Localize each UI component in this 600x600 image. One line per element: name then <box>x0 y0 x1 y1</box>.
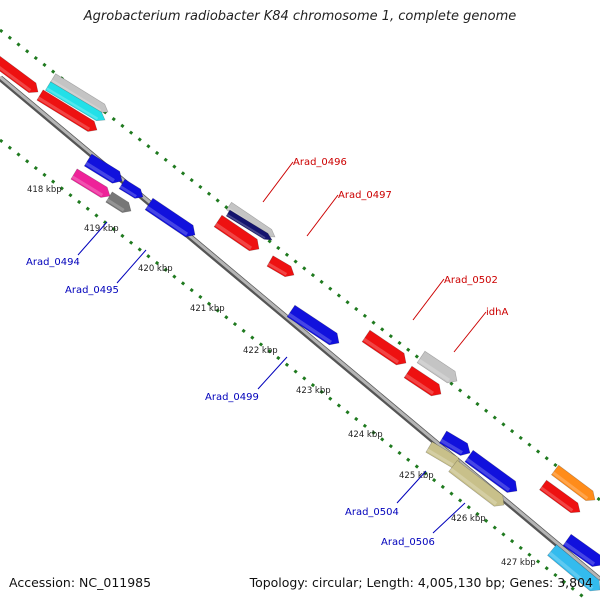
gene-arrow[interactable] <box>464 449 518 493</box>
gene-arrow-highlight <box>119 185 137 198</box>
gene-arrow[interactable] <box>425 441 462 468</box>
gene-arrow-highlight <box>287 312 332 344</box>
gene-arrow[interactable] <box>539 479 581 514</box>
gene-label-leader <box>262 161 294 203</box>
gene-label-leader <box>412 278 445 321</box>
gene-arrow[interactable] <box>225 209 273 241</box>
gene-label-leader <box>77 221 108 256</box>
gene-arrow[interactable] <box>416 350 458 384</box>
gene-arrow[interactable] <box>83 153 123 184</box>
genome-summary: Topology: circular; Length: 4,005,130 bp… <box>250 575 593 590</box>
gene-arrow-highlight <box>85 161 115 183</box>
gene-arrow[interactable] <box>448 459 505 507</box>
dotted-track-line <box>0 138 590 600</box>
gene-arrow-highlight <box>145 205 188 236</box>
accession-value: NC_011985 <box>79 575 152 590</box>
gene-arrow[interactable] <box>361 329 407 366</box>
gene-label-leader <box>306 194 339 237</box>
gene-label-forward[interactable]: Arad_0502 <box>444 275 498 286</box>
gene-label-reverse[interactable]: Arad_0494 <box>26 257 80 268</box>
scale-tick-label: 425 kbp <box>399 471 434 481</box>
gene-arrow[interactable] <box>562 533 600 567</box>
accession-label: Accession: <box>9 575 76 590</box>
gene-arrow-highlight <box>267 262 288 276</box>
gene-label-reverse[interactable]: Arad_0506 <box>381 537 435 548</box>
topology-value: circular; <box>312 575 363 590</box>
scale-tick-label: 424 kbp <box>348 430 383 440</box>
gene-arrow-highlight <box>548 551 594 590</box>
gene-arrow[interactable] <box>36 89 98 132</box>
gene-arrow-highlight <box>46 87 99 120</box>
gene-arrow[interactable] <box>438 430 471 456</box>
gene-arrow-highlight <box>362 337 399 364</box>
genes-label: Genes: <box>509 575 554 590</box>
gene-label-forward[interactable]: idhA <box>486 307 508 318</box>
length-value: 4,005,130 bp; <box>417 575 506 590</box>
scale-tick-label: 421 kbp <box>190 304 225 314</box>
topology-label: Topology: <box>249 575 309 590</box>
gene-arrows <box>0 55 600 592</box>
gene-arrow-highlight <box>563 541 596 566</box>
map-title: Agrobacterium radiobacter K84 chromosome… <box>83 9 517 24</box>
gene-label-leader <box>453 311 487 353</box>
gene-arrow[interactable] <box>213 214 260 252</box>
gene-arrow[interactable] <box>403 365 442 397</box>
scale-tick-label: 427 kbp <box>501 558 536 568</box>
genes-value: 3,804 <box>557 575 593 590</box>
gene-label-reverse[interactable]: Arad_0504 <box>345 507 399 518</box>
gene-arrow[interactable] <box>144 197 196 238</box>
scale-tick-label: 422 kbp <box>243 346 278 356</box>
gene-label-leader <box>116 249 147 284</box>
gene-arrow-highlight <box>552 471 589 500</box>
gene-arrow[interactable] <box>0 55 39 93</box>
gene-arrow[interactable] <box>286 304 340 346</box>
gene-label-reverse[interactable]: Arad_0499 <box>205 392 259 403</box>
gene-label-forward[interactable]: Arad_0497 <box>338 190 392 201</box>
gene-label-forward[interactable]: Arad_0496 <box>293 157 347 168</box>
scale-tick-label: 426 kbp <box>451 514 486 524</box>
scale-tick-label: 423 kbp <box>296 386 331 396</box>
gene-label-leader <box>396 470 427 504</box>
gene-arrow-highlight <box>540 486 574 512</box>
length-label: Length: <box>366 575 414 590</box>
gene-arrow[interactable] <box>70 168 111 198</box>
scale-tick-label: 420 kbp <box>138 264 173 274</box>
gene-arrow-highlight <box>465 457 511 492</box>
gene-arrow-highlight <box>71 175 104 197</box>
gene-arrow-highlight <box>449 467 498 506</box>
gene-arrow-highlight <box>404 373 434 395</box>
gene-arrow-highlight <box>214 222 252 250</box>
gene-arrow-highlight <box>226 213 266 239</box>
backbone-line <box>0 75 600 581</box>
gene-arrow-highlight <box>417 358 450 382</box>
scale-tick-label: 418 kbp <box>27 185 62 195</box>
gene-arrow-highlight <box>426 448 455 467</box>
gene-arrow[interactable] <box>44 81 106 122</box>
gene-arrow-highlight <box>0 65 32 92</box>
gene-arrow-highlight <box>50 79 102 112</box>
gene-arrow[interactable] <box>105 191 132 213</box>
chromosome-backbone <box>0 75 600 583</box>
gene-label-reverse[interactable]: Arad_0495 <box>65 285 119 296</box>
gene-arrow[interactable] <box>118 178 144 199</box>
gene-arrow[interactable] <box>266 255 295 278</box>
gene-label-leader <box>432 502 466 534</box>
gene-arrow-highlight <box>106 198 125 212</box>
accession-info: Accession: NC_011985 <box>9 575 151 590</box>
gene-arrow-highlight <box>37 96 91 131</box>
gene-label-leader <box>257 356 288 390</box>
gene-arrow-highlight <box>440 438 463 455</box>
gene-arrow[interactable] <box>550 464 596 501</box>
